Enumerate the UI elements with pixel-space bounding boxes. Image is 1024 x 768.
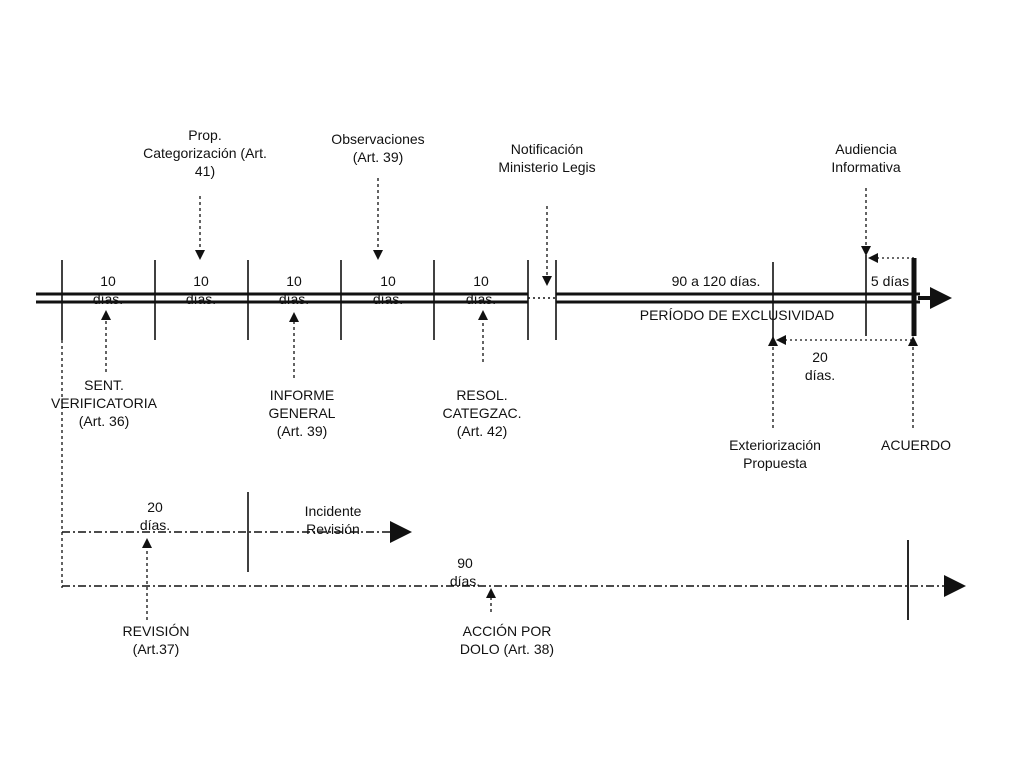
observaciones-label: Observaciones (Art. 39) xyxy=(331,131,425,165)
resol-categ-label: RESOL. CATEGZAC. (Art. 42) xyxy=(442,387,522,439)
revision-track xyxy=(61,340,412,620)
bottom-arrows xyxy=(101,310,918,428)
period-separators xyxy=(61,255,917,340)
dolo-track xyxy=(62,540,966,620)
accion-dolo-label: ACCIÓN POR DOLO (Art. 38) xyxy=(459,623,555,657)
informe-general-label: INFORME GENERAL (Art. 39) xyxy=(268,387,336,439)
exclusividad-duration-label: 90 a 120 días. xyxy=(671,273,761,289)
notificacion-label: Notificación Ministerio Legis xyxy=(498,141,596,175)
exteriorizacion-label: Exteriorización Propuesta xyxy=(729,437,821,471)
top-arrows xyxy=(195,178,871,286)
incidente-revision-label: Incidente Revisión xyxy=(304,503,362,537)
audiencia-brackets xyxy=(776,253,914,345)
cinco-dias-label: 5 días xyxy=(870,273,910,289)
periodo-exclusividad-label: PERÍODO DE EXCLUSIVIDAD xyxy=(639,307,835,323)
main-timeline xyxy=(36,287,952,309)
revision-label: REVISIÓN (Art.37) xyxy=(122,623,190,657)
sent-verificatoria-label: SENT. VERIFICATORIA (Art. 36) xyxy=(50,377,158,429)
prop-categorizacion-label: Prop. Categorización (Art. 41) xyxy=(143,127,267,179)
acuerdo-label: ACUERDO xyxy=(880,437,952,453)
audiencia-label: Audiencia Informativa xyxy=(831,141,901,175)
